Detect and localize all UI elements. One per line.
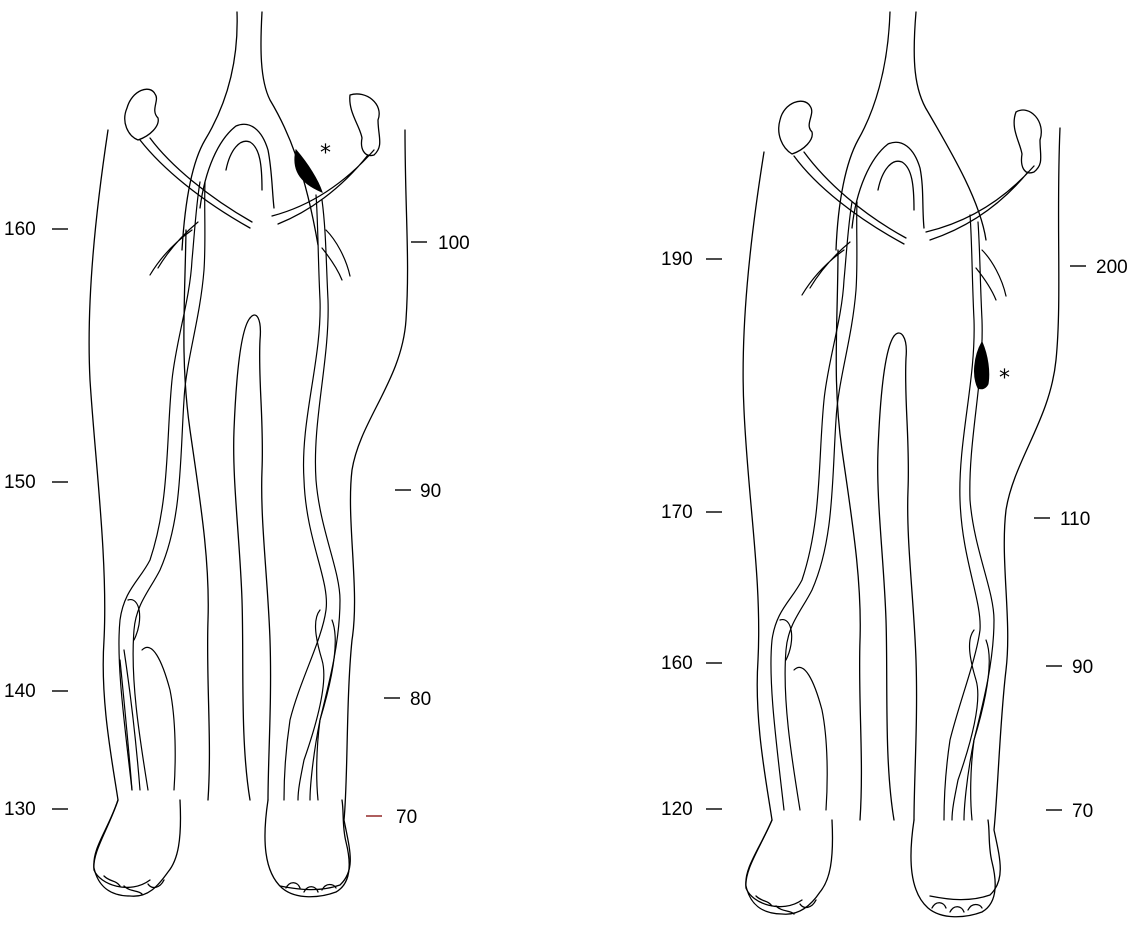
foot-toes-left-side (286, 883, 336, 892)
arteries-left-figure (119, 182, 350, 800)
trunk-outline-left (182, 12, 237, 250)
scale-label: 70 (396, 807, 417, 828)
pelvic-ring-inner (226, 141, 262, 190)
leg-outer-left-side (930, 128, 1060, 900)
lesion-thigh (975, 342, 989, 389)
inguinal-ligament-left (926, 166, 1034, 240)
scale-label: 130 (4, 799, 36, 820)
arteries-right-figure (771, 202, 1006, 820)
trunk-outline-right (914, 12, 986, 240)
thigh-inner-right (836, 250, 861, 820)
scale-label: 160 (661, 653, 693, 674)
figure-right: * 190 170 160 120 200 110 90 70 (661, 12, 1128, 917)
foot-left-side (265, 800, 349, 897)
thigh-inner-left (234, 318, 250, 800)
iliac-crest-left-side (350, 94, 380, 156)
left-figure-height-scale: 160 150 140 130 (4, 219, 68, 820)
iliac-crest-left-side (1014, 110, 1041, 173)
thigh-mid-left (894, 333, 917, 820)
scale-label: 170 (661, 502, 693, 523)
thigh-inner-right (184, 230, 210, 800)
scale-label: 70 (1072, 801, 1093, 822)
scale-label: 150 (4, 472, 36, 493)
scale-label: 100 (438, 233, 470, 254)
pelvic-ring-inner (878, 161, 914, 210)
foot-right-side (94, 800, 181, 896)
lesion-marker: * (999, 366, 1010, 391)
scale-label: 90 (420, 481, 441, 502)
scale-label: 120 (661, 799, 693, 820)
lesion-groin (295, 150, 322, 192)
leg-outer-right-side (89, 130, 150, 887)
scale-label: 90 (1072, 657, 1093, 678)
scale-label: 110 (1060, 509, 1090, 530)
iliac-crest-right-side (779, 101, 813, 154)
leg-outer-left-side (280, 130, 408, 890)
foot-toes-left-side (932, 903, 982, 912)
thigh-mid-left (250, 315, 271, 800)
figure-left: * 160 150 140 130 100 90 80 70 (4, 12, 470, 897)
scale-label: 190 (661, 249, 693, 270)
left-figure-height-scale: 190 170 160 120 (661, 249, 722, 820)
right-figure-circumference-scale: 100 90 80 70 (366, 233, 470, 828)
scale-label: 160 (4, 219, 36, 240)
trunk-outline-left (836, 12, 890, 250)
iliac-crest-right-side (125, 89, 158, 140)
scale-label: 140 (4, 681, 36, 702)
leg-outer-right-side (743, 152, 802, 907)
lesion-marker: * (320, 141, 331, 166)
foot-right-side (746, 820, 833, 914)
scale-label: 80 (410, 689, 431, 710)
scale-label: 200 (1096, 257, 1128, 278)
foot-left-side (911, 820, 995, 917)
right-figure-circumference-scale: 200 110 90 70 (1034, 257, 1128, 822)
thigh-inner-left (878, 336, 894, 820)
